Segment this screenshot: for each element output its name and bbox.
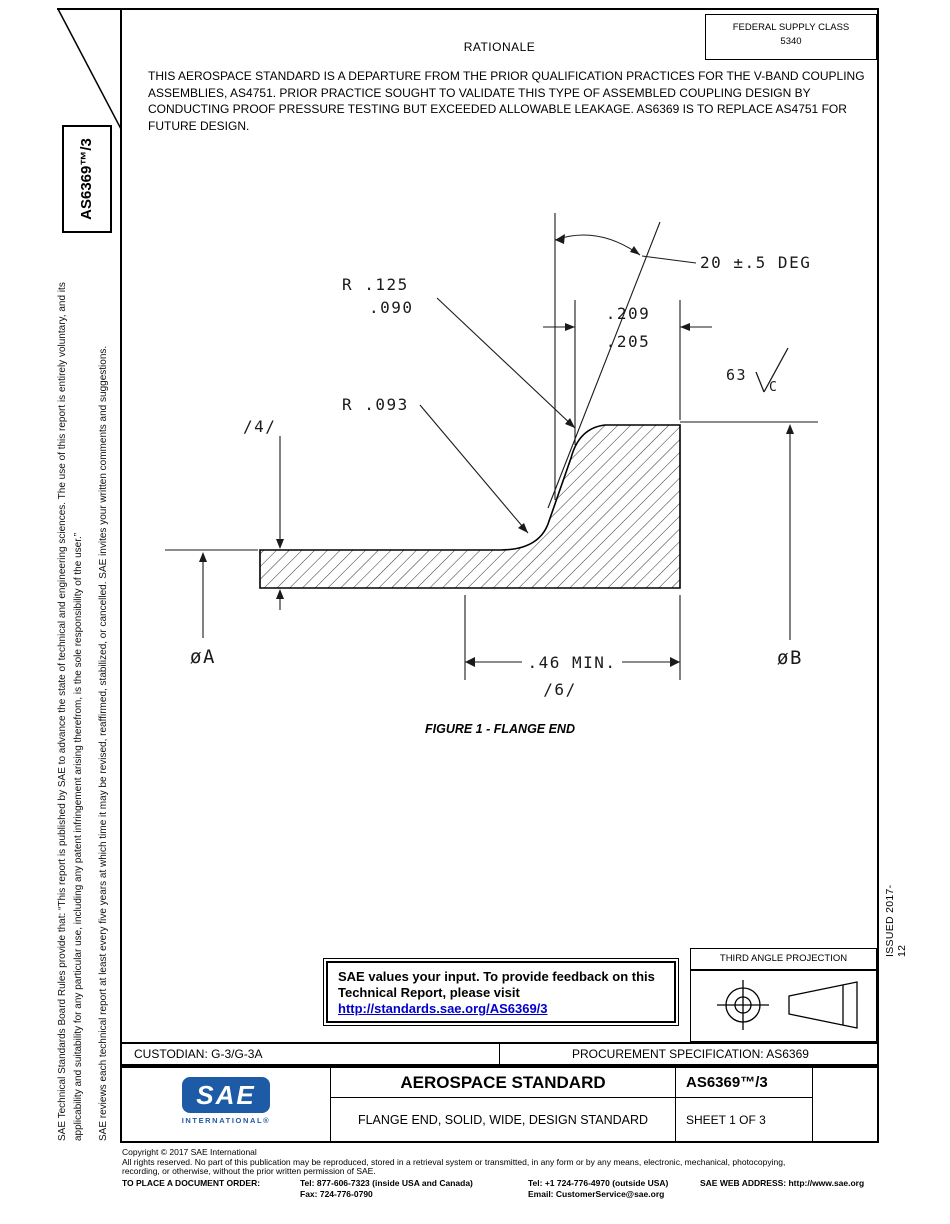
flange-end-drawing: 20 ±.5 DEG R .125 .090 .209 .205 63 C R … — [165, 213, 818, 699]
feedback-line-1: SAE values your input. To provide feedba… — [338, 969, 655, 984]
dim-note-flag-4: /4/ — [243, 417, 276, 436]
web-address: SAE WEB ADDRESS: http://www.sae.org — [700, 1178, 865, 1188]
custodian-row: CUSTODIAN: G-3/G-3A PROCUREMENT SPECIFIC… — [120, 1042, 879, 1066]
phone-inside-usa: Tel: 877-606-7323 (inside USA and Canada… — [300, 1178, 473, 1188]
copyright-line: Copyright © 2017 SAE International — [122, 1147, 257, 1157]
rationale-paragraph: THIS AEROSPACE STANDARD IS A DEPARTURE F… — [148, 69, 865, 133]
document-type: AEROSPACE STANDARD — [331, 1068, 675, 1098]
board-rules-disclaimer: SAE Technical Standards Board Rules prov… — [57, 282, 84, 1141]
dim-angle: 20 ±.5 DEG — [700, 253, 811, 272]
email-address: Email: CustomerService@sae.org — [528, 1189, 665, 1199]
issued-date-vertical-label: ISSUED 2017-12 — [884, 884, 908, 957]
dim-min-length: .46 MIN. — [527, 653, 616, 672]
feedback-link[interactable]: http://standards.sae.org/AS6369/3 — [338, 1001, 548, 1016]
dim-note-flag-6: /6/ — [543, 680, 576, 699]
dim-radius-upper-2: .090 — [369, 298, 414, 317]
sae-logo-badge: SAE — [182, 1077, 270, 1113]
title-block-center: AEROSPACE STANDARD FLANGE END, SOLID, WI… — [331, 1068, 676, 1141]
dim-radius-upper-1: R .125 — [342, 275, 409, 294]
feedback-line-2: Technical Report, please visit — [338, 985, 520, 1000]
sae-logo-subtext: INTERNATIONAL® — [181, 1116, 271, 1125]
dim-radius-lower: R .093 — [342, 395, 409, 414]
document-title: FLANGE END, SOLID, WIDE, DESIGN STANDARD — [357, 1112, 649, 1127]
dim-width-upper: .209 — [606, 304, 651, 323]
rights-line-1: All rights reserved. No part of this pub… — [122, 1157, 786, 1167]
phone-outside-usa: Tel: +1 724-776-4970 (outside USA) — [528, 1178, 669, 1188]
top-border-extension — [57, 8, 120, 10]
review-policy-disclaimer: SAE reviews each technical report at lea… — [98, 345, 109, 1141]
third-angle-projection-label: THIRD ANGLE PROJECTION — [690, 948, 877, 970]
procurement-cell: PROCUREMENT SPECIFICATION: AS6369 — [572, 1047, 809, 1061]
dim-diameter-a: øA — [190, 646, 216, 668]
document-id-box: AS6369™/3 — [62, 125, 112, 233]
document-id-vertical-label: AS6369™/3 — [78, 138, 95, 220]
fax-number: Fax: 724-776-0790 — [300, 1189, 373, 1199]
sheet-number: SHEET 1 OF 3 — [686, 1112, 766, 1127]
title-block: SAE INTERNATIONAL® AEROSPACE STANDARD FL… — [120, 1066, 879, 1143]
rationale-heading: RATIONALE — [463, 40, 536, 54]
flange-section-outline — [259, 424, 681, 589]
projection-symbol-drawing — [717, 979, 858, 1030]
figure-caption: FIGURE 1 - FLANGE END — [424, 722, 575, 736]
corner-diagonal-line — [57, 8, 122, 130]
federal-supply-class-box: FEDERAL SUPPLY CLASS 5340 — [705, 14, 877, 60]
dim-width-lower: .205 — [606, 332, 651, 351]
federal-supply-class-label: FEDERAL SUPPLY CLASS — [732, 22, 850, 33]
document-number: AS6369™/3 — [676, 1068, 812, 1098]
title-block-number-cell: AS6369™/3 SHEET 1 OF 3 — [676, 1068, 813, 1141]
dim-surface-finish-datum: C — [769, 380, 778, 395]
sae-logo: SAE INTERNATIONAL® — [122, 1068, 331, 1141]
title-block-end-cell — [813, 1068, 877, 1141]
dimension-arrowheads — [199, 234, 794, 667]
rights-line-2: recording, or otherwise, without the pri… — [122, 1166, 376, 1176]
federal-supply-class-value: 5340 — [780, 36, 802, 47]
order-label: TO PLACE A DOCUMENT ORDER: — [122, 1178, 261, 1188]
dimension-lines — [165, 213, 818, 680]
dim-surface-finish-value: 63 — [726, 366, 747, 384]
custodian-cell: CUSTODIAN: G-3/G-3A — [122, 1044, 500, 1064]
dim-diameter-b: øB — [777, 647, 803, 669]
feedback-box: SAE values your input. To provide feedba… — [323, 958, 679, 1026]
third-angle-projection-symbol — [690, 969, 877, 1042]
